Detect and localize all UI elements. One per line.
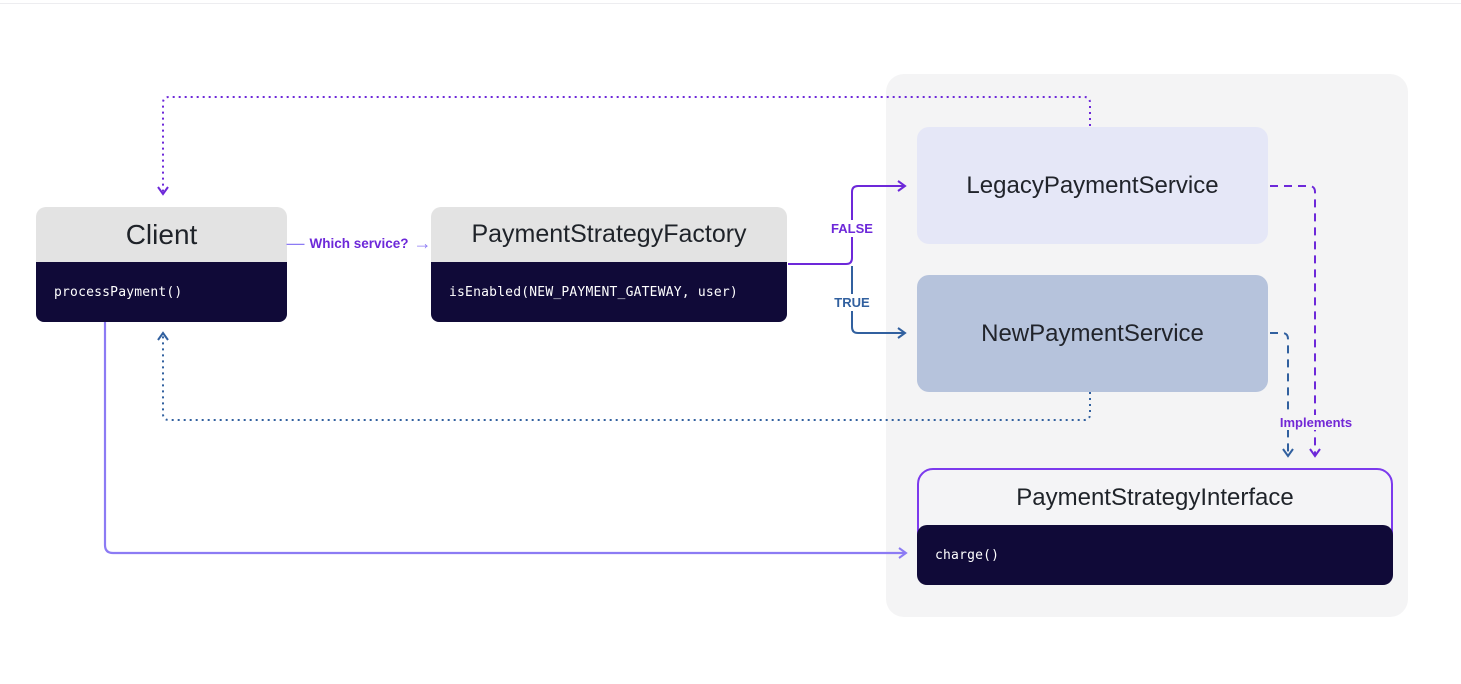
legacy-payment-service-title: LegacyPaymentService bbox=[966, 171, 1219, 199]
new-payment-service-node: NewPaymentService bbox=[917, 275, 1268, 392]
which-service-edge-label: — Which service? → bbox=[286, 230, 432, 256]
client-node: Client processPayment() bbox=[36, 207, 287, 322]
client-title: Client bbox=[36, 207, 287, 262]
implements-label: Implements bbox=[1277, 415, 1355, 430]
which-service-label: Which service? bbox=[309, 235, 409, 251]
new-payment-service-title: NewPaymentService bbox=[981, 319, 1204, 347]
false-branch-label: FALSE bbox=[828, 220, 876, 237]
payment-strategy-interface-node: PaymentStrategyInterface charge() bbox=[917, 468, 1393, 585]
true-branch-label: TRUE bbox=[831, 294, 873, 311]
factory-title: PaymentStrategyFactory bbox=[431, 207, 787, 262]
payment-strategy-interface-title: PaymentStrategyInterface bbox=[1016, 483, 1294, 511]
edge-client-call-to-charge bbox=[103, 322, 908, 559]
legacy-payment-service-node: LegacyPaymentService bbox=[917, 127, 1268, 244]
factory-method: isEnabled(NEW_PAYMENT_GATEWAY, user) bbox=[431, 262, 787, 322]
dash-icon: — bbox=[286, 233, 305, 253]
top-divider bbox=[0, 3, 1461, 4]
factory-node: PaymentStrategyFactory isEnabled(NEW_PAY… bbox=[431, 207, 787, 322]
client-method: processPayment() bbox=[36, 262, 287, 322]
payment-strategy-interface-method: charge() bbox=[917, 525, 1393, 585]
arrow-right-icon: → bbox=[413, 233, 432, 253]
